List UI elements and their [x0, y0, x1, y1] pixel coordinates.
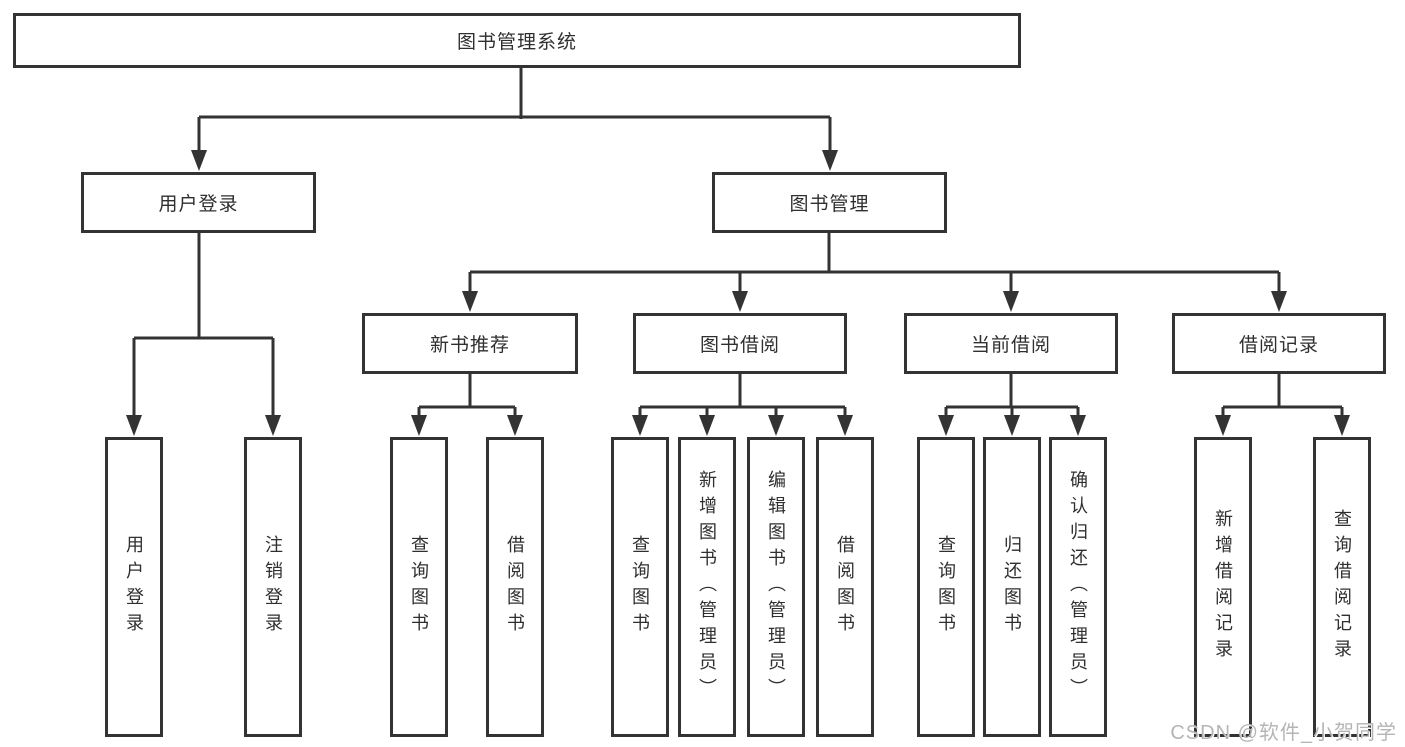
node-label: 借阅图书 [835, 535, 855, 639]
node-new-book-recommendation: 新书推荐 [362, 313, 578, 374]
leaf-logout: 注销登录 [244, 437, 302, 737]
leaf-confirm-return-admin: 确认归还（管理员） [1049, 437, 1107, 737]
leaf-edit-book-admin: 编辑图书（管理员） [747, 437, 805, 737]
node-borrowing-records: 借阅记录 [1172, 313, 1386, 374]
leaf-return-book: 归还图书 [983, 437, 1041, 737]
node-label: 图书借阅 [699, 335, 780, 356]
node-label: 查询图书 [409, 535, 429, 639]
node-label: 图书管理系统 [456, 32, 577, 53]
node-label: 编辑图书（管理员） [766, 470, 786, 704]
node-label: 注销登录 [263, 535, 283, 639]
leaf-borrow-books-borrowing: 借阅图书 [816, 437, 874, 737]
leaf-query-books-current: 查询图书 [917, 437, 975, 737]
node-book-management-branch: 图书管理 [712, 172, 947, 233]
node-label: 借阅图书 [505, 535, 525, 639]
leaf-query-borrow-record: 查询借阅记录 [1313, 437, 1371, 737]
leaf-add-book-admin: 新增图书（管理员） [678, 437, 736, 737]
node-label: 用户登录 [124, 535, 144, 639]
node-label: 查询图书 [936, 535, 956, 639]
node-library-management-system: 图书管理系统 [13, 13, 1021, 68]
leaf-query-books-borrowing: 查询图书 [611, 437, 669, 737]
leaf-user-login: 用户登录 [105, 437, 163, 737]
node-label: 新书推荐 [429, 335, 510, 356]
leaf-add-borrow-record: 新增借阅记录 [1194, 437, 1252, 737]
csdn-watermark: CSDN @软件_小贺同学 [1170, 722, 1397, 744]
node-label: 图书管理 [789, 194, 870, 215]
node-label: 确认归还（管理员） [1068, 470, 1088, 704]
leaf-borrow-books-recommend: 借阅图书 [486, 437, 544, 737]
node-label: 用户登录 [158, 194, 239, 215]
node-label: 查询图书 [630, 535, 650, 639]
node-label: 新增借阅记录 [1213, 509, 1233, 665]
leaf-query-books-recommend: 查询图书 [390, 437, 448, 737]
node-label: 新增图书（管理员） [697, 470, 717, 704]
node-current-borrowing: 当前借阅 [904, 313, 1118, 374]
node-label: 查询借阅记录 [1332, 509, 1352, 665]
node-user-login-branch: 用户登录 [81, 172, 316, 233]
node-label: 借阅记录 [1238, 335, 1319, 356]
node-book-borrowing: 图书借阅 [633, 313, 847, 374]
node-label: 当前借阅 [970, 335, 1051, 356]
node-label: 归还图书 [1002, 535, 1022, 639]
